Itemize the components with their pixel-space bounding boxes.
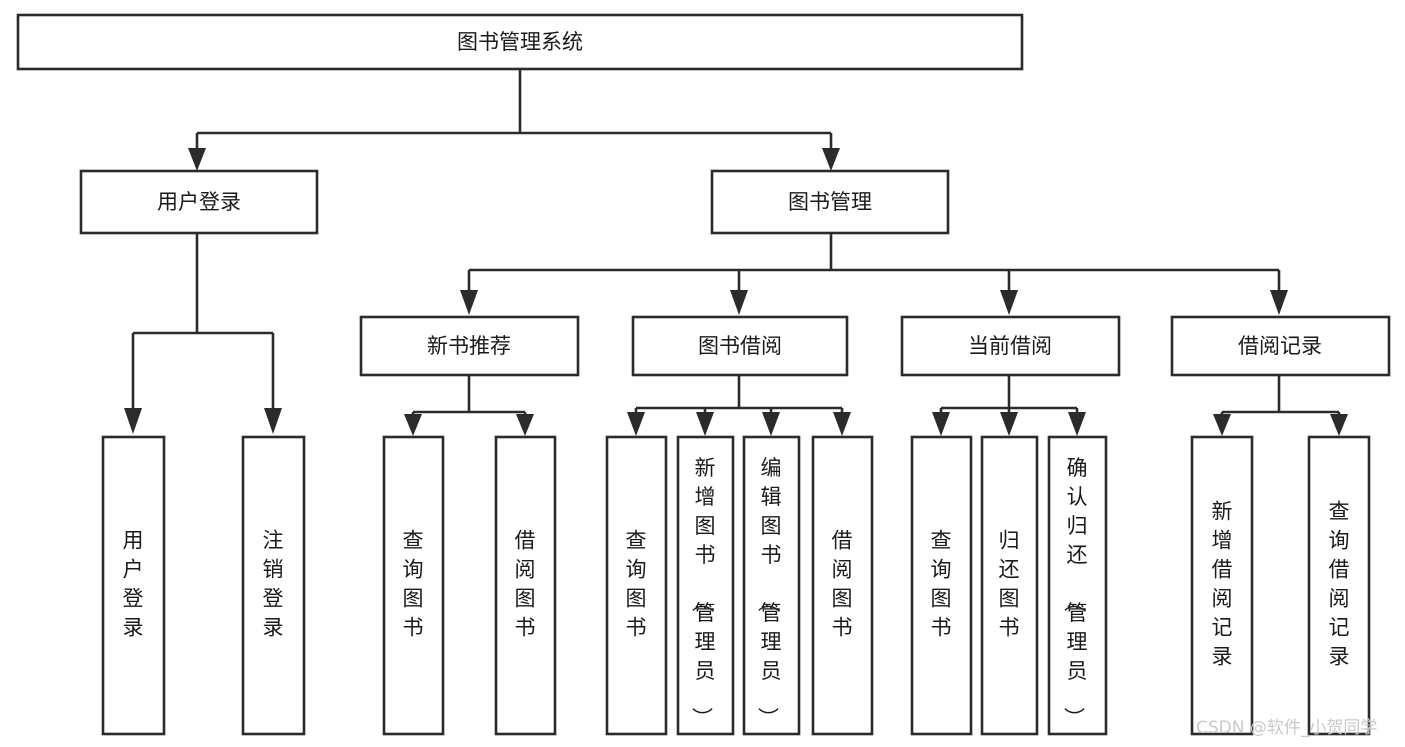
node-leaf-query-borrow-record-label: 查询借阅记录 bbox=[1329, 500, 1350, 669]
node-leaf-return-book[interactable]: 归还图书 bbox=[980, 435, 1039, 736]
node-leaf-edit-book-label: 编辑图书（管理员） bbox=[756, 456, 782, 728]
node-leaf-add-borrow-record[interactable]: 新增借阅记录 bbox=[1190, 435, 1254, 736]
node-borrow-record-label: 借阅记录 bbox=[1238, 334, 1322, 358]
node-book-borrow[interactable]: 图书借阅 bbox=[631, 315, 849, 377]
node-leaf-add-book-box[interactable] bbox=[676, 435, 735, 736]
node-book-borrow-box[interactable] bbox=[631, 315, 849, 377]
arrow-new-book-rec bbox=[460, 290, 478, 315]
node-leaf-return-book-label: 归还图书 bbox=[999, 529, 1020, 640]
arrow-leaf-query-borrow-record bbox=[1330, 414, 1348, 436]
arrow-leaf-query-book-current bbox=[932, 412, 950, 436]
node-current-borrow-box[interactable] bbox=[900, 315, 1121, 377]
node-current-borrow-label: 当前借阅 bbox=[968, 334, 1052, 358]
node-leaf-query-book-borrow-label: 查询图书 bbox=[626, 529, 647, 640]
arrow-leaf-edit-book bbox=[762, 412, 780, 436]
node-leaf-user-login-box[interactable] bbox=[101, 435, 166, 736]
node-leaf-borrow-book-rec-label: 借阅图书 bbox=[515, 529, 536, 640]
node-leaf-borrow-book-rec[interactable]: 借阅图书 bbox=[494, 435, 557, 736]
node-book-manage[interactable]: 图书管理 bbox=[710, 169, 950, 235]
node-leaf-add-borrow-record-label: 新增借阅记录 bbox=[1212, 500, 1233, 669]
edges-layer bbox=[124, 69, 1348, 436]
node-leaf-add-book[interactable]: 新增图书（管理员） bbox=[676, 435, 735, 736]
node-book-manage-label: 图书管理 bbox=[788, 190, 872, 214]
node-borrow-record-box[interactable] bbox=[1170, 315, 1391, 377]
node-root[interactable]: 图书管理系统 bbox=[16, 13, 1024, 71]
arrow-leaf-user-logout bbox=[264, 408, 282, 434]
arrow-leaf-add-borrow-record bbox=[1213, 414, 1231, 436]
node-leaf-query-borrow-record-box[interactable] bbox=[1307, 435, 1371, 736]
node-leaf-borrow-book-label: 借阅图书 bbox=[832, 529, 853, 640]
node-leaf-edit-book-box[interactable] bbox=[742, 435, 801, 736]
arrow-current-borrow bbox=[1000, 290, 1018, 315]
node-new-book-rec-label: 新书推荐 bbox=[427, 334, 511, 358]
arrow-leaf-query-book-borrow bbox=[627, 412, 645, 436]
node-new-book-rec-box[interactable] bbox=[359, 315, 580, 377]
node-user-login[interactable]: 用户登录 bbox=[79, 169, 319, 235]
arrow-leaf-confirm-return bbox=[1068, 412, 1086, 436]
node-leaf-return-book-box[interactable] bbox=[980, 435, 1039, 736]
node-leaf-borrow-book-box[interactable] bbox=[811, 435, 874, 736]
node-leaf-query-book-rec-label: 查询图书 bbox=[403, 529, 424, 640]
arrow-leaf-borrow-book-rec bbox=[516, 414, 534, 436]
arrow-borrow-record bbox=[1270, 290, 1288, 315]
node-leaf-query-borrow-record[interactable]: 查询借阅记录 bbox=[1307, 435, 1371, 736]
node-root-box[interactable] bbox=[16, 13, 1024, 71]
node-user-login-label: 用户登录 bbox=[157, 190, 241, 214]
node-new-book-rec[interactable]: 新书推荐 bbox=[359, 315, 580, 377]
arrow-leaf-borrow-book bbox=[833, 412, 851, 436]
node-borrow-record[interactable]: 借阅记录 bbox=[1170, 315, 1391, 377]
arrow-book-borrow bbox=[730, 290, 748, 315]
node-leaf-user-logout-box[interactable] bbox=[241, 435, 306, 736]
node-leaf-borrow-book[interactable]: 借阅图书 bbox=[811, 435, 874, 736]
node-leaf-query-book-current-label: 查询图书 bbox=[931, 529, 952, 640]
node-leaf-query-book-rec-box[interactable] bbox=[382, 435, 445, 736]
node-leaf-user-login-label: 用户登录 bbox=[123, 529, 144, 640]
node-leaf-confirm-return[interactable]: 确认归还（管理员） bbox=[1047, 435, 1108, 736]
node-leaf-user-logout[interactable]: 注销登录 bbox=[241, 435, 306, 736]
arrow-leaf-user-login bbox=[124, 408, 142, 434]
arrow-user-login bbox=[188, 148, 206, 171]
node-leaf-confirm-return-label: 确认归还（管理员） bbox=[1062, 456, 1088, 728]
node-leaf-edit-book[interactable]: 编辑图书（管理员） bbox=[742, 435, 801, 736]
node-user-login-box[interactable] bbox=[79, 169, 319, 235]
node-leaf-add-book-label: 新增图书（管理员） bbox=[690, 456, 716, 728]
node-leaf-user-logout-label: 注销登录 bbox=[263, 529, 284, 640]
node-book-manage-box[interactable] bbox=[710, 169, 950, 235]
arrow-leaf-return-book bbox=[1000, 412, 1018, 436]
arrow-book-manage bbox=[822, 148, 840, 171]
node-leaf-confirm-return-box[interactable] bbox=[1047, 435, 1108, 736]
node-leaf-user-login[interactable]: 用户登录 bbox=[101, 435, 166, 736]
node-leaf-query-book-rec[interactable]: 查询图书 bbox=[382, 435, 445, 736]
node-book-borrow-label: 图书借阅 bbox=[698, 334, 782, 358]
node-root-label: 图书管理系统 bbox=[457, 30, 583, 54]
node-leaf-query-book-borrow[interactable]: 查询图书 bbox=[605, 435, 668, 736]
node-leaf-query-book-current[interactable]: 查询图书 bbox=[910, 435, 973, 736]
node-current-borrow[interactable]: 当前借阅 bbox=[900, 315, 1121, 377]
node-leaf-query-book-borrow-box[interactable] bbox=[605, 435, 668, 736]
watermark-label: CSDN @软件_小贺同学 bbox=[1196, 718, 1377, 738]
node-leaf-query-book-current-box[interactable] bbox=[910, 435, 973, 736]
arrow-leaf-add-book bbox=[696, 412, 714, 436]
node-leaf-borrow-book-rec-box[interactable] bbox=[494, 435, 557, 736]
arrow-leaf-query-book-rec bbox=[404, 414, 422, 436]
node-leaf-add-borrow-record-box[interactable] bbox=[1190, 435, 1254, 736]
